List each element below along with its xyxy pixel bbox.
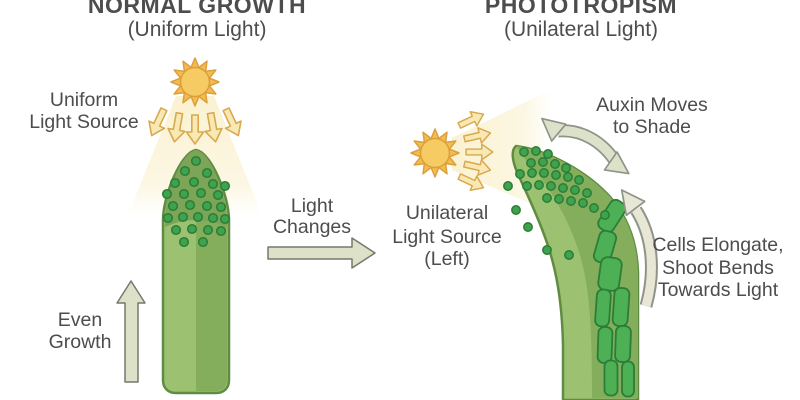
elongated-cell — [596, 326, 614, 364]
cells-elongate-label: Cells Elongate, — [652, 234, 783, 256]
light-changes-label: Light — [291, 195, 334, 217]
auxin-movement-arrow — [533, 109, 636, 184]
elongated-cell — [603, 359, 619, 397]
uniform-light-source-label: Light Source — [29, 111, 139, 133]
elongated-cell — [621, 360, 635, 398]
light-changes-label: Changes — [273, 216, 351, 238]
normal-growth-panel: NORMAL GROWTH (Uniform Light) Uniform Li… — [29, 0, 306, 395]
unilateral-light-source-label: Unilateral — [406, 202, 488, 224]
right-title: PHOTOTROPISM — [485, 0, 677, 18]
uniform-light-source-label: Uniform — [50, 89, 118, 111]
unilateral-light-source-label: (Left) — [424, 248, 470, 270]
elongated-cells — [592, 198, 635, 398]
phototropism-panel: PHOTOTROPISM (Unilateral Light) Auxin Mo… — [392, 0, 784, 400]
left-title: NORMAL GROWTH — [88, 0, 306, 18]
cells-elongate-label: Shoot Bends — [662, 257, 774, 279]
right-subtitle: (Unilateral Light) — [504, 18, 658, 41]
shoot-bend-arrow — [611, 182, 658, 308]
auxin-moves-label: to Shade — [613, 116, 691, 138]
elongated-cell — [594, 288, 612, 328]
bent-shoot — [503, 144, 640, 400]
auxin-moves-label: Auxin Moves — [596, 94, 708, 116]
even-growth-label: Even — [58, 309, 102, 331]
straight-shoot — [161, 148, 231, 395]
transition: Light Changes — [267, 195, 376, 269]
elongated-cell — [597, 256, 623, 292]
unilateral-light-source-label: Light Source — [392, 226, 502, 248]
left-subtitle: (Uniform Light) — [128, 18, 267, 41]
cells-elongate-label: Towards Light — [658, 279, 779, 301]
elongated-cell — [611, 287, 631, 327]
even-growth-label: Growth — [49, 331, 112, 353]
auxin-dots — [503, 146, 610, 260]
elongated-cell — [614, 325, 632, 363]
up-arrow-icon — [116, 280, 146, 383]
auxin-dots — [161, 155, 231, 248]
sun-icon — [410, 128, 460, 178]
right-arrow-icon — [267, 237, 376, 269]
